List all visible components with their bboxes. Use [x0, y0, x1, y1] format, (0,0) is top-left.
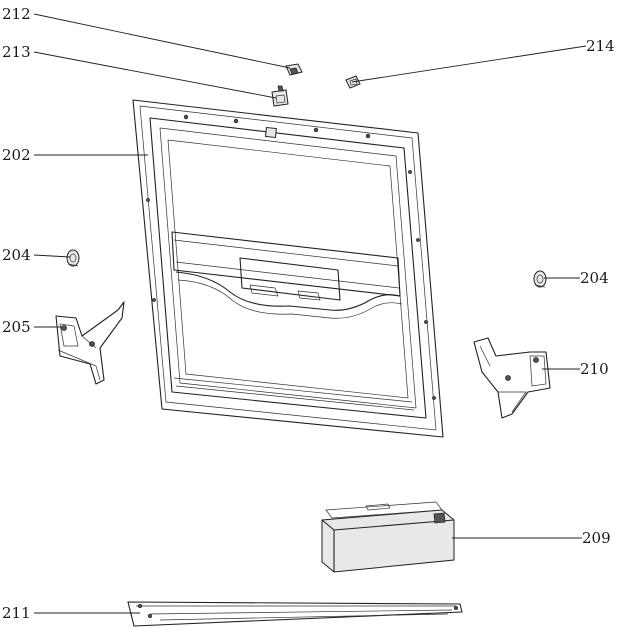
- part-204-left-bushing: [66, 249, 80, 267]
- label-204-left: 204: [2, 246, 31, 264]
- label-211: 211: [2, 604, 31, 622]
- part-210-right-hinge: [473, 337, 551, 419]
- part-213-latch-block: [271, 85, 289, 107]
- leader-214: [351, 45, 587, 83]
- callout-labels: 212 213 214 202 204 204 205 210 209 211: [2, 5, 615, 622]
- label-212: 212: [2, 5, 31, 23]
- leader-212: [33, 13, 291, 69]
- part-212-latch-clip: [285, 63, 303, 76]
- part-205-left-hinge: [55, 301, 125, 385]
- part-209-control-housing: [321, 501, 455, 573]
- part-204-right-bushing: [533, 270, 547, 288]
- label-204-right: 204: [580, 269, 609, 287]
- label-202: 202: [2, 146, 31, 164]
- label-214: 214: [586, 37, 615, 55]
- leader-204-left: [33, 254, 71, 258]
- label-209: 209: [582, 529, 611, 547]
- label-210: 210: [580, 360, 609, 378]
- door-inner-panel: [132, 99, 444, 438]
- label-213: 213: [2, 43, 31, 61]
- leader-213: [33, 51, 277, 99]
- leader-lines: [33, 13, 587, 614]
- label-205: 205: [2, 318, 31, 336]
- part-211-bottom-rail: [127, 601, 463, 627]
